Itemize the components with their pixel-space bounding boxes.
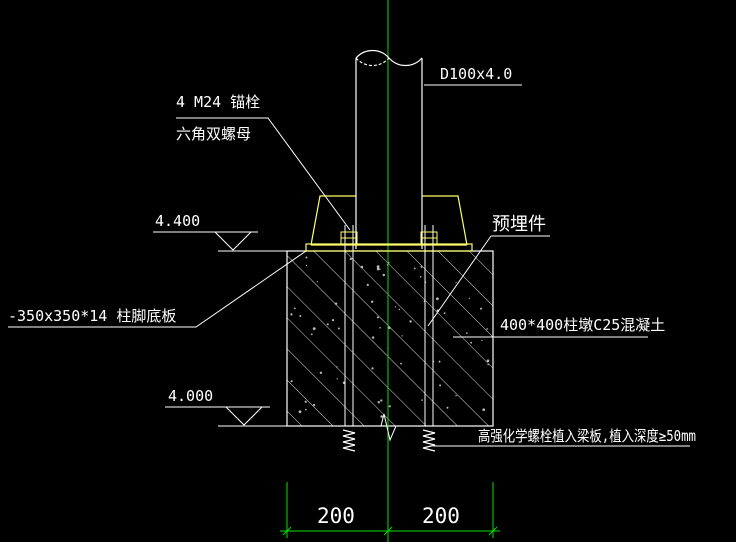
aggregate-dot [480,307,482,310]
aggregate-dot [310,333,313,336]
aggregate-dot [382,273,385,277]
aggregate-dot [360,265,364,269]
aggregate-dot [455,395,457,397]
aggregate-dot [486,328,488,330]
aggregate-dot [349,257,352,261]
aggregate-dot [379,327,381,329]
anchor-bolt-label: 4 M24 锚栓 [176,93,260,111]
anchor-bolt-right [420,225,438,426]
aggregate-dot [376,316,379,319]
aggregate-dot [331,319,335,322]
aggregate-dot [436,297,439,301]
aggregate-dot [305,264,308,267]
aggregate-dot [387,326,391,330]
aggregate-dot [421,399,423,401]
aggregate-dot [316,281,318,283]
aggregate-dot [470,341,473,344]
chemical-bolt-left [342,429,356,452]
aggregate-dot [371,336,375,339]
anchor-bolt-left [340,225,358,426]
aggregate-dot [313,403,316,407]
aggregate-dot [455,281,457,283]
aggregate-dot [486,359,490,363]
aggregate-dot [334,302,338,305]
aggregate-dot [326,323,329,326]
aggregate-dot [379,268,381,270]
aggregate-dot [482,408,486,412]
aggregate-dot [290,380,293,383]
aggregate-dot [299,315,302,317]
aggregate-dot [400,362,402,365]
leader-lines [8,84,690,447]
base-plate-assembly [305,195,473,252]
elevation-bottom-label: 4.000 [168,387,213,405]
aggregate-dot [376,265,380,269]
aggregate-dot [319,371,323,374]
aggregate-dot [419,276,422,278]
dimension-line [280,482,500,538]
aggregate-dot [312,327,316,330]
aggregate-dot [380,399,383,402]
aggregate-dot [298,410,302,414]
aggregate-dot [409,320,412,323]
aggregate-dot [481,339,483,341]
aggregate-dot [380,415,384,418]
aggregate-dot [336,366,338,368]
aggregate-dot [487,364,489,366]
aggregate-dot [293,307,296,310]
aggregate-dot [366,283,369,286]
elevation-marker-bottom [165,406,287,427]
aggregate-dot [413,267,416,270]
aggregate-dot [336,378,338,380]
aggregate-dot [376,267,380,271]
concrete-pier [286,250,494,427]
embedded-part-label: 预埋件 [492,214,546,235]
aggregate-dot [398,308,401,311]
aggregate-dot [304,400,307,403]
aggregate-dot [439,384,442,387]
base-plate-label: -350x350*14 柱脚底板 [8,307,176,325]
dimension-right: 200 [422,504,460,528]
aggregate-dot [394,306,397,308]
chemical-bolt-right [422,429,436,452]
concrete-aggregate-dots [290,256,490,418]
steel-pipe-column [355,49,423,249]
aggregate-dot [466,332,468,334]
chemical-bolt-label: 高强化学螺栓植入梁板,植入深度≥50mm [478,427,696,445]
aggregate-dot [290,313,293,316]
aggregate-dot [446,406,449,409]
pier-label: 400*400柱墩C25混凝土 [500,316,665,334]
aggregate-dot [371,367,374,370]
aggregate-dot [337,327,340,330]
aggregate-dot [420,265,423,268]
aggregate-dot [377,401,380,404]
aggregate-dot [305,256,308,259]
double-nut-label: 六角双螺母 [176,125,251,143]
pipe-size-label: D100x4.0 [440,65,512,83]
aggregate-dot [438,360,441,363]
dimension-left: 200 [317,504,355,528]
aggregate-dot [371,300,374,303]
elevation-top-label: 4.400 [155,212,200,230]
aggregate-dot [388,405,391,408]
elevation-marker-top [153,231,287,252]
aggregate-dot [443,312,446,314]
aggregate-dot [468,297,470,299]
aggregate-dot [305,408,307,411]
aggregate-dot [401,335,403,337]
break-line [380,413,397,442]
